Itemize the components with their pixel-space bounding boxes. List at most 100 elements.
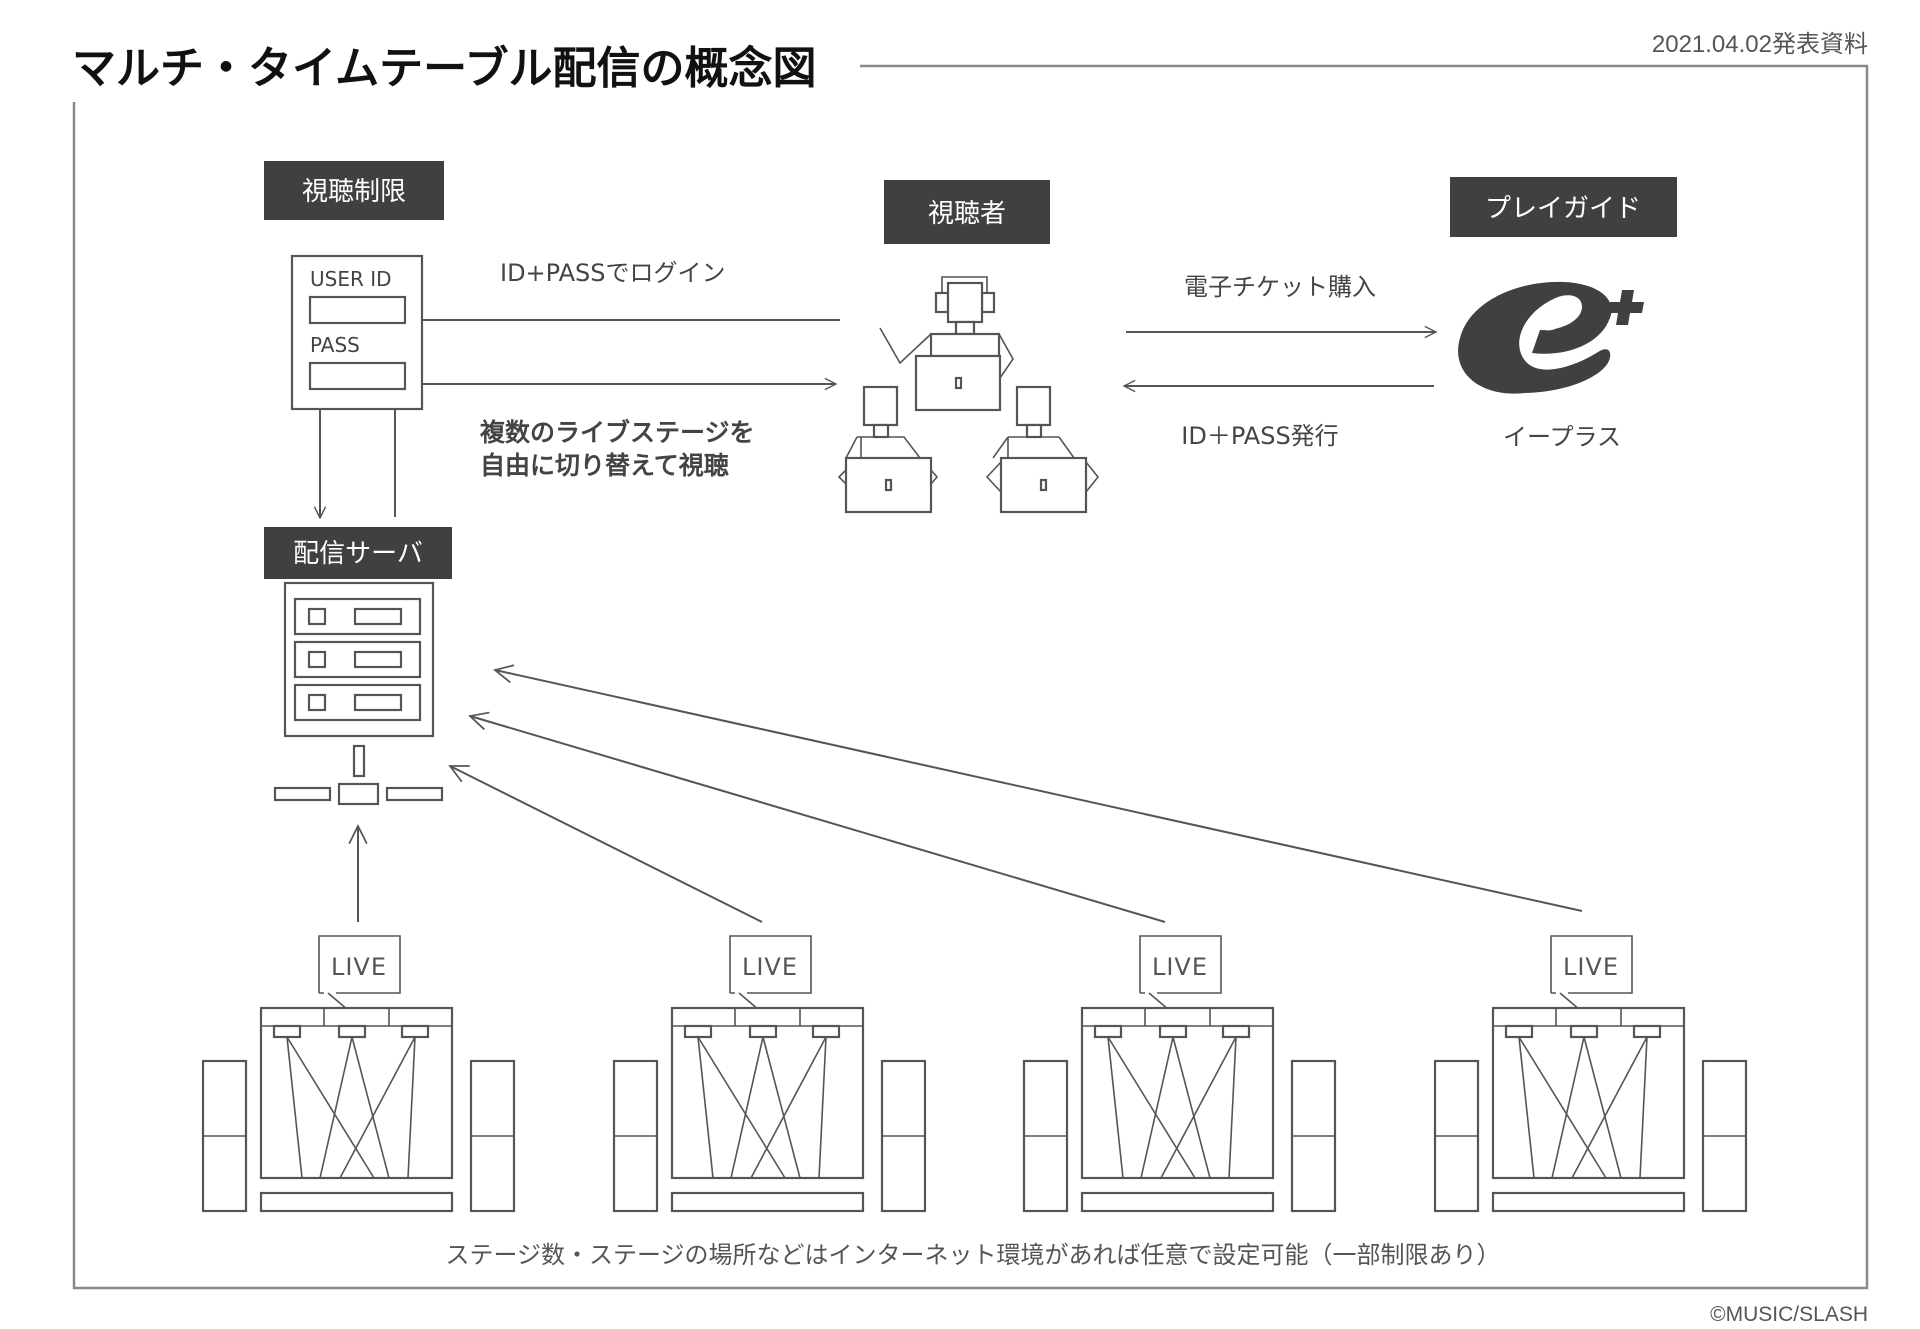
laptop-logo-icon — [954, 376, 963, 390]
live-badge: LIVE — [729, 935, 812, 1011]
purchase-caption: 電子チケット購入 — [1184, 273, 1376, 301]
ticket-flow: 電子チケット購入 ID＋PASS発行 — [1124, 273, 1436, 450]
stage-1: LIVE — [201, 935, 516, 1213]
stage-light-icon — [1632, 1024, 1662, 1039]
viewers-label: 視聴者 — [928, 199, 1006, 229]
live-badge: LIVE — [1550, 935, 1633, 1011]
access-control-label: 視聴制限 — [302, 177, 406, 207]
stage-2-uplink-arrow — [448, 765, 763, 923]
headphone-left-icon — [934, 291, 950, 314]
light-beam — [750, 1036, 827, 1179]
stage-3: LIVE — [1022, 935, 1337, 1213]
switch-caption-line1: 複数のライブステージを — [480, 418, 755, 447]
viewer-hand-icon — [930, 469, 939, 485]
uplink-arrows — [348, 664, 1583, 923]
laptop-logo-icon — [884, 478, 893, 492]
viewer-arm-icon — [998, 333, 1014, 379]
network-hub-icon — [273, 744, 444, 806]
switch-caption-line2: 自由に切り替えて視聴 — [480, 451, 729, 480]
copyright: ©MUSIC/SLASH — [1710, 1303, 1868, 1326]
viewer-hand-icon — [1085, 461, 1100, 493]
light-beam — [407, 1036, 416, 1179]
user-id-field[interactable] — [308, 295, 407, 325]
light-beam — [1160, 1036, 1237, 1179]
stage-front-platform — [670, 1191, 865, 1213]
stage-light-icon — [1569, 1024, 1599, 1039]
light-beam — [1107, 1036, 1196, 1179]
content-frame — [72, 64, 1869, 1290]
light-beam — [286, 1036, 375, 1179]
live-badge: LIVE — [1139, 935, 1222, 1011]
stage-4-uplink-arrow — [493, 664, 1583, 912]
viewer-figure-right — [985, 385, 1100, 514]
stage-light-icon — [400, 1024, 430, 1039]
light-beam — [1228, 1036, 1237, 1179]
login-caption: ID+PASSでログイン — [500, 259, 726, 287]
stage-light-icon — [1504, 1024, 1534, 1039]
stage-front-platform — [259, 1191, 454, 1213]
server-unit — [293, 683, 422, 722]
server-unit — [293, 597, 422, 636]
access-control-label-bg — [264, 161, 444, 220]
live-badge-label: LIVE — [331, 953, 387, 981]
viewer-neck-icon — [1025, 423, 1043, 439]
light-beam — [319, 1036, 353, 1179]
light-beam — [818, 1036, 827, 1179]
live-badge-label: LIVE — [742, 953, 798, 981]
eplus-name: イープラス — [1503, 423, 1621, 451]
viewer-neck-icon — [872, 423, 890, 439]
light-beam — [351, 1036, 390, 1179]
viewer-shoulders-icon — [992, 436, 1075, 459]
viewer-figure-left — [837, 385, 939, 514]
footer-note: ステージ数・ステージの場所などはインターネット環境があれば任意で設定可能（一部制… — [445, 1241, 1500, 1269]
page-title: マルチ・タイムテーブル配信の概念図 — [72, 43, 816, 94]
stage-light-icon — [1158, 1024, 1188, 1039]
light-beam — [697, 1036, 786, 1179]
viewers-label-bg — [884, 180, 1050, 244]
eplus-logo-icon — [1458, 281, 1644, 394]
server-label-bg — [264, 527, 452, 579]
light-beam — [1172, 1036, 1211, 1179]
laptop-logo-icon — [1039, 478, 1048, 492]
user-id-label: USER ID — [310, 267, 392, 291]
viewer-hand-icon — [985, 461, 1002, 493]
laptop-icon — [999, 456, 1088, 514]
server-unit — [293, 640, 422, 679]
viewer-head-icon — [862, 385, 899, 427]
light-beam — [286, 1036, 303, 1179]
stages-row: LIVE LIVE LIVE LIVE — [201, 935, 1748, 1213]
date-label: 2021.04.02発表資料 — [1652, 31, 1868, 58]
light-beam — [1583, 1036, 1622, 1179]
stage-light-icon — [337, 1024, 367, 1039]
stage-light-icon — [683, 1024, 713, 1039]
light-beam — [730, 1036, 764, 1179]
light-beam — [697, 1036, 714, 1179]
stage-light-icon — [272, 1024, 302, 1039]
play-guide-section: プレイガイド イープラス — [1450, 177, 1677, 451]
stage-light-icon — [1093, 1024, 1123, 1039]
viewer-head-icon — [1015, 385, 1052, 427]
play-guide-label: プレイガイド — [1485, 194, 1641, 224]
stage-front-platform — [1491, 1191, 1686, 1213]
light-beam — [1140, 1036, 1174, 1179]
stage-light-icon — [811, 1024, 841, 1039]
light-beam — [1571, 1036, 1648, 1179]
stage-light-icon — [748, 1024, 778, 1039]
access-control-section: 視聴制限 USER ID PASS ID+PASSでログイン 複数のライブステー… — [264, 161, 840, 518]
viewers-section: 視聴者 — [837, 180, 1100, 514]
live-badge-label: LIVE — [1563, 953, 1619, 981]
light-beam — [1107, 1036, 1124, 1179]
play-guide-label-bg — [1450, 177, 1677, 237]
viewer-figure-main — [879, 276, 1014, 412]
headphone-right-icon — [980, 291, 996, 314]
stage-front-platform — [1080, 1191, 1275, 1213]
server-label: 配信サーバ — [293, 539, 423, 569]
viewer-hand-icon — [837, 469, 847, 485]
viewer-shoulders-icon — [845, 436, 921, 459]
light-beam — [1551, 1036, 1585, 1179]
light-beam — [1518, 1036, 1607, 1179]
pass-field[interactable] — [308, 361, 407, 391]
issue-caption: ID＋PASS発行 — [1181, 422, 1338, 450]
stage-light-icon — [1221, 1024, 1251, 1039]
